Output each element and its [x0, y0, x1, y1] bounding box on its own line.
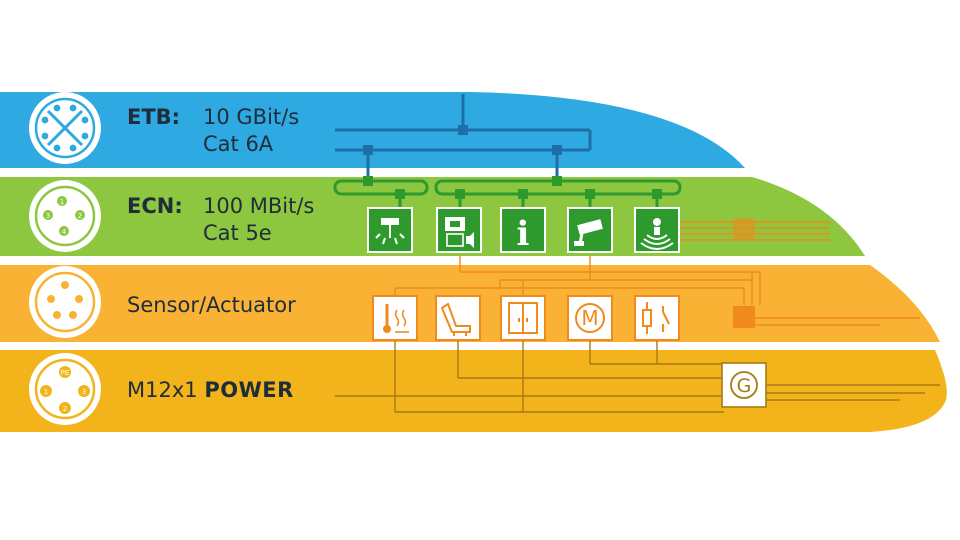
svg-text:1: 1 — [44, 388, 48, 396]
svg-text:3: 3 — [46, 212, 50, 220]
etb-connector-icon — [29, 92, 101, 164]
wireless-person-icon[interactable] — [634, 207, 680, 253]
sensor-actuator-label: Sensor/Actuator — [127, 293, 296, 317]
svg-text:2: 2 — [63, 405, 67, 413]
switch-icon[interactable] — [634, 295, 680, 341]
display-speaker-icon[interactable] — [436, 207, 482, 253]
ecn-node — [552, 176, 562, 186]
lamp-icon[interactable] — [367, 207, 413, 253]
etb-speed: 10 GBit/s — [203, 105, 300, 129]
ecn-node — [395, 189, 405, 199]
svg-text:i: i — [517, 214, 530, 254]
power-wiring — [335, 340, 940, 413]
power-label-bold: POWER — [204, 378, 294, 402]
ecn-cable: Cat 5e — [203, 221, 272, 245]
svg-text:PE: PE — [61, 369, 70, 377]
motor-icon[interactable]: M — [567, 295, 613, 341]
door-icon[interactable] — [500, 295, 546, 341]
sps-node — [733, 306, 755, 328]
ecn-node — [652, 189, 662, 199]
ecn-label: ECN: — [127, 194, 183, 218]
svg-text:4: 4 — [62, 228, 67, 236]
ecn-node — [585, 189, 595, 199]
ecn-node — [455, 189, 465, 199]
etb-label: ETB: — [127, 105, 181, 129]
ecn-node — [363, 176, 373, 186]
svg-text:2: 2 — [78, 212, 82, 220]
seat-icon[interactable] — [435, 295, 481, 341]
camera-icon[interactable] — [567, 207, 613, 253]
etb-cable: Cat 6A — [203, 132, 274, 156]
svg-text:M: M — [581, 306, 598, 330]
etb-node — [552, 145, 562, 155]
svg-text:3: 3 — [82, 388, 86, 396]
power-connector-icon: PE 1 3 2 — [29, 353, 101, 425]
ecn-connector-icon: 1 3 2 4 — [29, 180, 101, 252]
power-label-connector: M12x1 — [127, 378, 198, 402]
sensor-connector-icon — [29, 266, 101, 338]
power-label: M12x1 POWER — [127, 377, 294, 403]
thermometer-heater-icon[interactable] — [372, 295, 418, 341]
svg-text:1: 1 — [60, 198, 64, 206]
etb-node — [458, 125, 468, 135]
sps-ecn-node — [733, 218, 755, 240]
etb-node — [363, 145, 373, 155]
svg-text:G: G — [737, 375, 752, 397]
generator-icon[interactable]: G — [721, 362, 767, 408]
ecn-speed: 100 MBit/s — [203, 194, 315, 218]
ecn-node — [518, 189, 528, 199]
info-icon[interactable]: i — [500, 207, 546, 254]
